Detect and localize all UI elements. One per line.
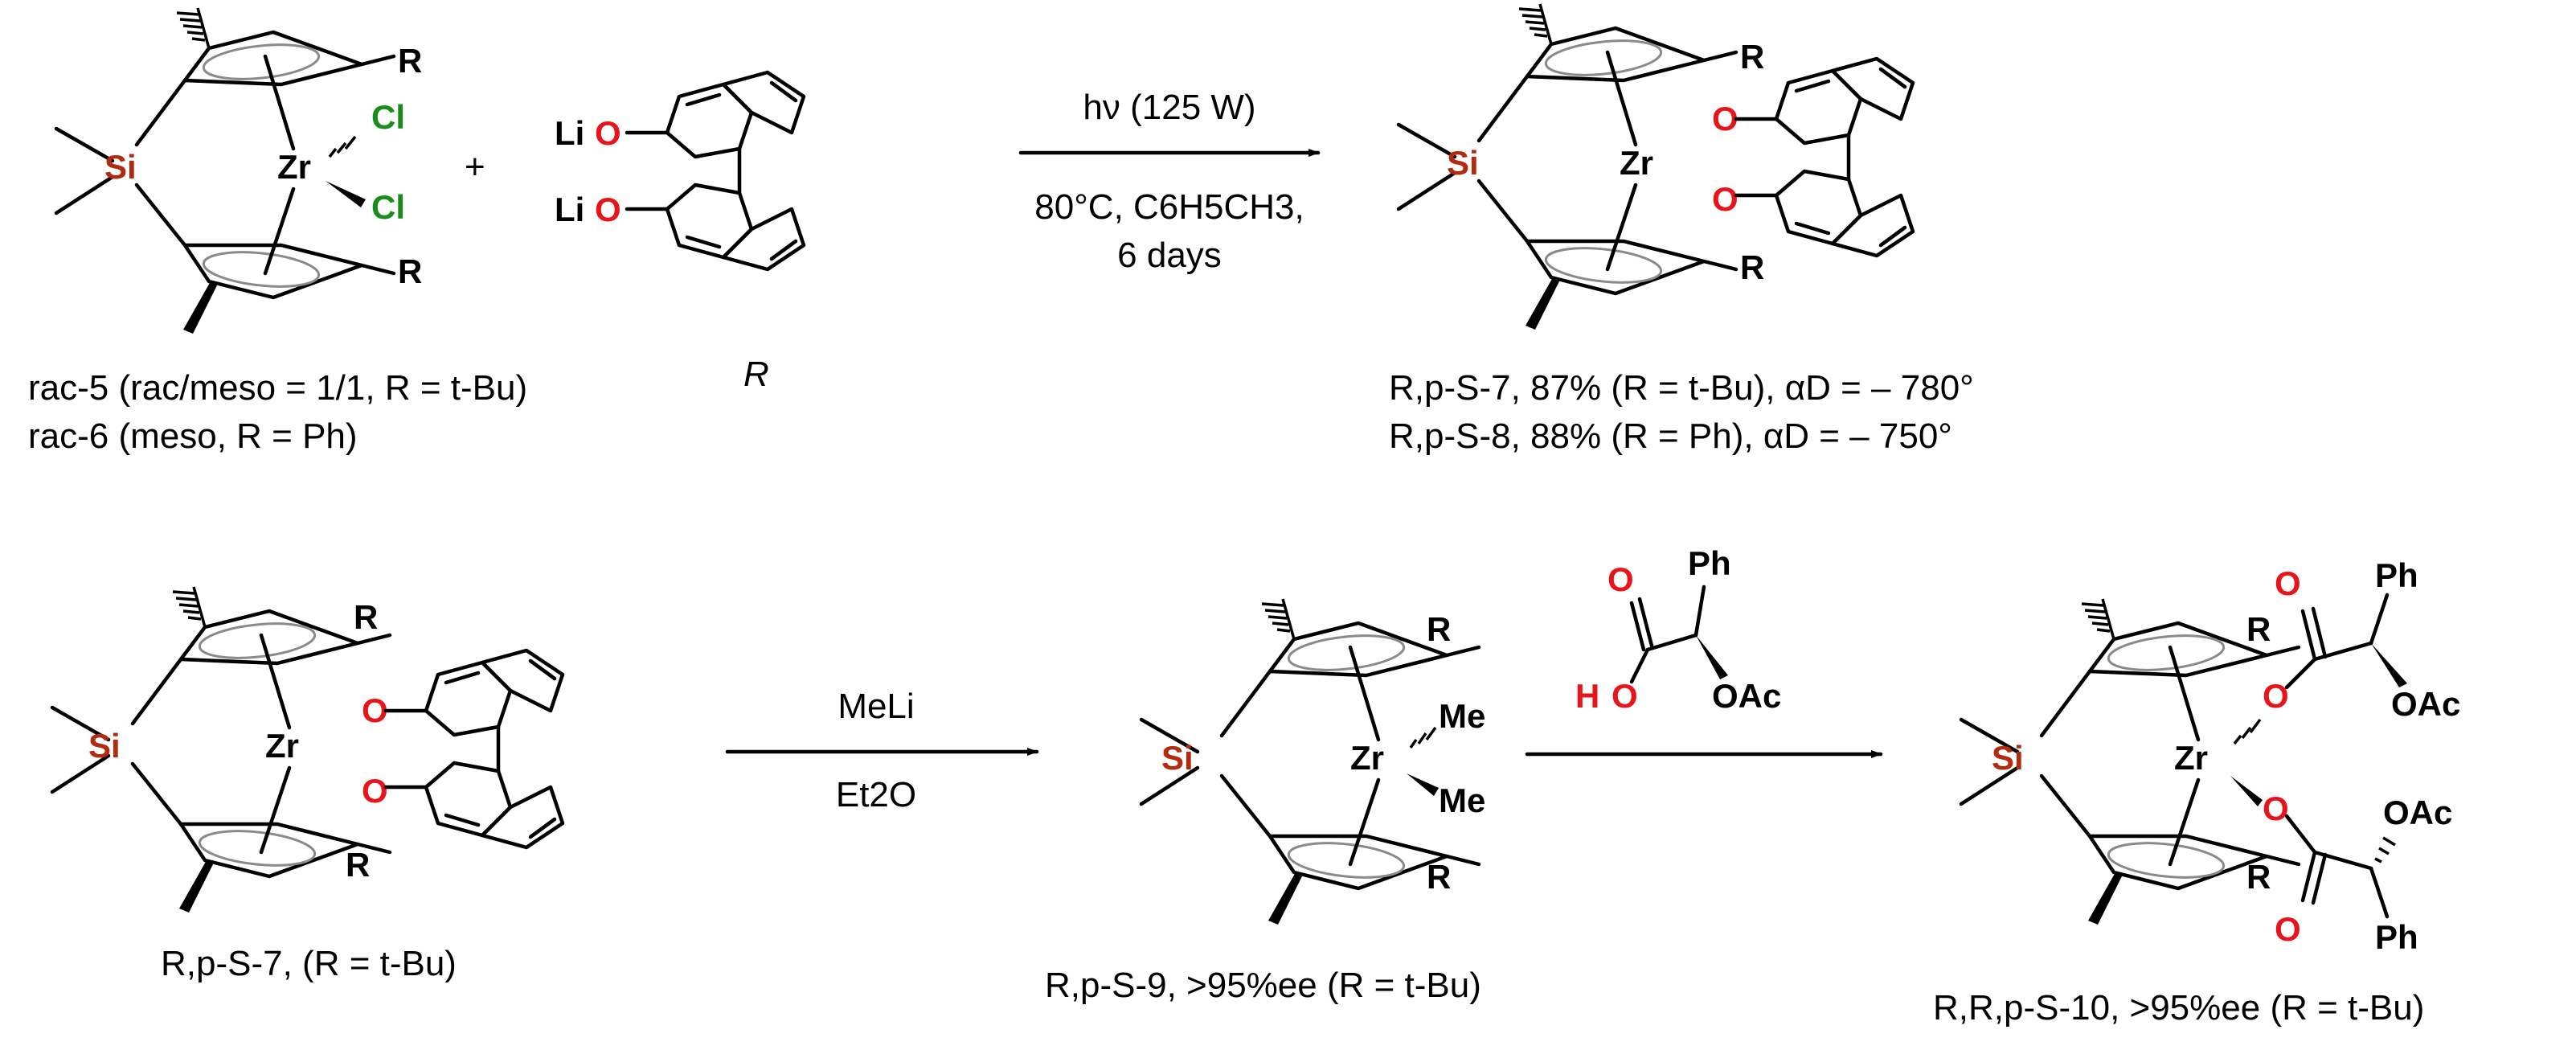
caption-rac-6: rac-6 (meso, R = Ph) [28,416,358,456]
atom-si: Si [88,727,121,765]
atom-r-top: R [1427,610,1451,648]
atom-si: Si [1447,144,1479,182]
atom-li-top: Li [555,114,584,152]
atom-ph-top: Ph [2375,556,2418,594]
atom-ph: Ph [1688,544,1731,582]
atom-r-bottom: R [398,252,422,290]
atom-zr: Zr [1350,739,1384,777]
atom-ph-bottom: Ph [2375,918,2418,956]
molecule-10: Si Zr R R O O O Ph OAc OAc O [1961,556,2460,956]
atom-o-bottom: O [1712,180,1738,218]
molecule-7: Si Zr R R O O [1399,4,1913,330]
atom-cl-top: Cl [371,98,405,136]
atom-r-bottom: R [1427,858,1451,896]
caption-product-8: R,p-S-8, 88% (R = Ph), αD = – 750° [1389,416,1952,456]
atom-r-top: R [354,598,378,636]
atom-li-bottom: Li [555,191,584,228]
reaction-arrow-1: hν (125 W) 80°C, C6H5CH3, 6 days [1018,88,1321,275]
arrow1-line3: 6 days [1117,236,1222,275]
atom-zr: Zr [1620,144,1653,182]
caption-product-9: R,p-S-9, >95%ee (R = t-Bu) [1045,966,1481,1005]
molecule-rac-5: Si Zr R R Cl Cl [56,8,422,334]
atom-o-top: O [362,691,388,729]
atom-o-bottom: O [362,772,388,810]
atom-cl-bottom: Cl [371,188,405,226]
caption-rac-5: rac-5 (rac/meso = 1/1, R = t-Bu) [28,368,527,408]
atom-o-ester-top: O [2263,677,2289,715]
atom-zr: Zr [2174,739,2208,777]
atom-r-top: R [1740,38,1764,76]
atom-si: Si [104,148,137,186]
atom-o-top: O [1712,100,1738,137]
atom-me-top: Me [1439,697,1485,735]
molecule-7-start: Si Zr R R O O [52,587,563,913]
arrow1-line1: hν (125 W) [1083,88,1255,127]
atom-r-top: R [398,42,422,80]
atom-o-carbonyl: O [1607,560,1634,598]
caption-binol: R [743,355,769,394]
molecule-binol-li: Li O Li O [555,72,804,269]
atom-r-bottom: R [2246,858,2271,896]
atom-r-top: R [2246,610,2271,648]
atom-me-bottom: Me [1439,781,1485,819]
arrow1-line2: 80°C, C6H5CH3, [1034,187,1304,227]
plus-sign: + [465,147,485,187]
atom-h-acid: H [1575,677,1599,715]
arrow2-line2: Et2O [836,775,916,814]
atom-r-bottom: R [346,846,370,884]
caption-start-7: R,p-S-7, (R = t-Bu) [161,944,457,983]
atom-o-carbonyl-bottom: O [2275,910,2301,948]
atom-o-carbonyl-top: O [2275,564,2301,602]
atom-si: Si [1992,739,2024,777]
molecule-9: Si Zr R R Me Me [1141,599,1485,925]
atom-o-bottom: O [595,191,621,228]
atom-r-bottom: R [1740,248,1764,286]
atom-o-ester-bottom: O [2263,790,2289,827]
reagent-oac-mandelic-acid: O H O Ph OAc [1575,544,1781,715]
arrow2-line1: MeLi [838,687,914,726]
atom-zr: Zr [277,148,311,186]
reaction-arrow-2: MeLi Et2O [725,687,1039,814]
atom-si: Si [1161,739,1194,777]
atom-oac: OAc [1712,677,1781,715]
atom-oac-bottom: OAc [2383,794,2452,831]
caption-product-10: R,R,p-S-10, >95%ee (R = t-Bu) [1933,988,2424,1028]
atom-o-acid: O [1612,677,1638,715]
atom-zr: Zr [265,727,299,765]
atom-oac-top: OAc [2391,685,2460,723]
atom-o-top: O [595,114,621,152]
caption-product-7: R,p-S-7, 87% (R = t-Bu), αD = – 780° [1389,368,1974,408]
